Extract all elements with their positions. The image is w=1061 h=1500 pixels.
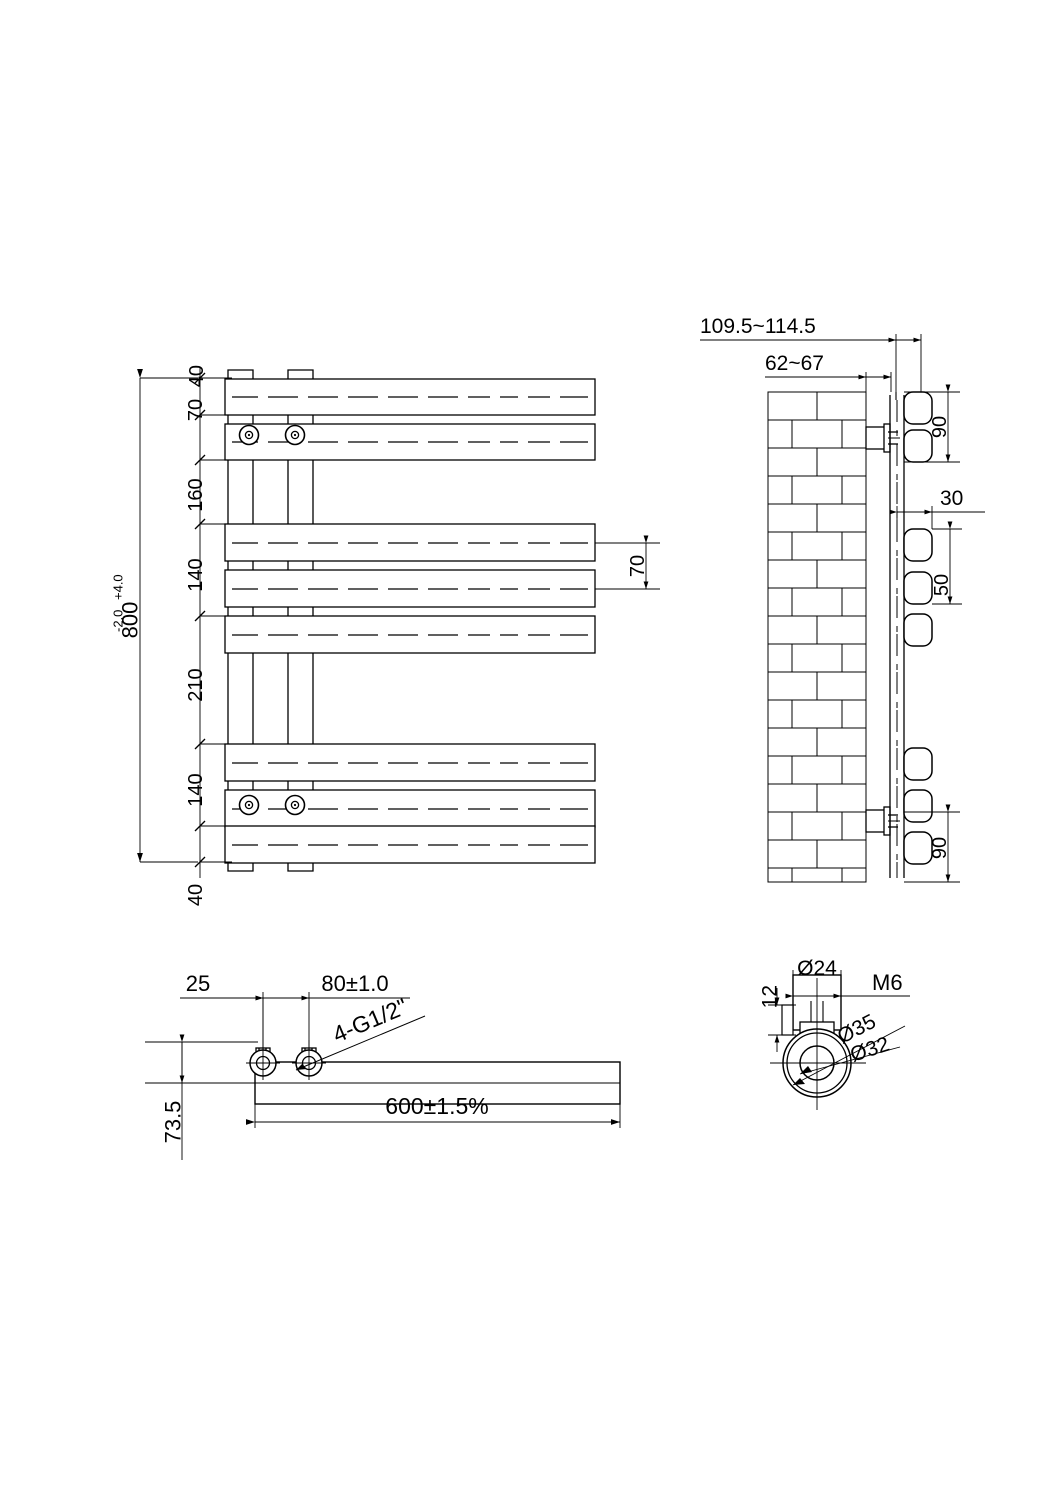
front-dimension-chain xyxy=(194,368,232,878)
front-bar-5 xyxy=(224,615,596,654)
wall-connector-upper xyxy=(865,423,900,453)
front-valve-marker-bottom-left xyxy=(238,794,260,816)
front-view: 40 70 160 140 210 140 40 800 +4.0 -2.0 7… xyxy=(111,365,660,906)
bottom-dim-600 xyxy=(246,1104,621,1128)
front-overall-height-tol-lower: -2.0 xyxy=(111,610,126,632)
side-dim-wall-thickness-label: 62~67 xyxy=(765,352,824,375)
detail-dia35-leader xyxy=(792,1025,906,1086)
front-dim-40-bottom-label: 40 xyxy=(185,884,207,906)
detail-dia32-leader xyxy=(799,1046,901,1075)
side-dim-total-depth-label: 109.5~114.5 xyxy=(700,315,816,338)
side-dim-30-label: 30 xyxy=(940,487,963,510)
side-rail-profiles xyxy=(903,391,933,865)
front-dim-160-label: 160 xyxy=(185,478,207,511)
front-dim-40-top: 40 xyxy=(186,365,208,387)
bottom-dim-73-5 xyxy=(145,1034,258,1160)
front-dim-40-top-label: 40 xyxy=(186,365,208,387)
front-right-dim-70-label: 70 xyxy=(627,555,649,577)
top-connection-stubs xyxy=(227,369,314,378)
side-dim-90-top xyxy=(904,384,960,463)
front-bar-3 xyxy=(224,523,596,562)
front-valve-marker-top-left xyxy=(238,424,260,446)
front-dim-140-lower-label: 140 xyxy=(185,773,207,806)
side-dim-50-label: 50 xyxy=(931,574,953,596)
front-bar-4 xyxy=(224,569,596,608)
brick-wall-hatch xyxy=(767,391,867,883)
side-dim-30 xyxy=(889,506,985,529)
valve-detail-view: Ø24 M6 12 Ø35 Ø32 xyxy=(759,957,910,1110)
side-dim-wall-thickness xyxy=(765,372,892,392)
front-overall-height-tol-upper: +4.0 xyxy=(111,574,126,600)
front-bar-7 xyxy=(224,789,596,828)
front-bar-6 xyxy=(224,743,596,782)
front-bar-2 xyxy=(224,423,596,461)
front-dim-70-label: 70 xyxy=(185,399,207,421)
bottom-dim-600-label: 600±1.5% xyxy=(385,1093,488,1119)
side-dim-90-bottom-label: 90 xyxy=(929,837,951,859)
front-bar-1 xyxy=(224,378,596,416)
bottom-connection-stubs xyxy=(227,862,314,872)
front-dim-210-label: 210 xyxy=(185,668,207,701)
front-bar-8 xyxy=(224,825,596,864)
bottom-dim-25-label: 25 xyxy=(186,971,210,996)
detail-dim-12 xyxy=(768,988,796,1052)
wall-connector-lower xyxy=(865,806,900,836)
front-dim-140-upper-label: 140 xyxy=(185,558,207,591)
bottom-view: 25 80±1.0 4-G1/2" 73.5 600±1. xyxy=(145,971,621,1160)
bottom-dim-73-5-label: 73.5 xyxy=(161,1101,186,1144)
side-view: 109.5~114.5 62~67 90 30 xyxy=(700,315,985,883)
bottom-dim-80 xyxy=(255,992,410,1050)
detail-m6-label: M6 xyxy=(872,970,903,995)
bottom-thread-leader xyxy=(295,1015,426,1071)
side-dim-90-top-label: 90 xyxy=(929,416,951,438)
front-right-dim-70 xyxy=(595,535,660,590)
detail-dim-12-label: 12 xyxy=(759,985,782,1008)
side-dim-90-bottom xyxy=(904,804,960,883)
bottom-dim-80-label: 80±1.0 xyxy=(321,971,388,996)
front-overall-height-dim xyxy=(137,369,198,863)
front-overall-height-value: 800 xyxy=(118,602,143,639)
front-valve-marker-top-right xyxy=(284,424,306,446)
side-dim-50 xyxy=(932,521,962,605)
front-valve-marker-bottom-right xyxy=(284,794,306,816)
detail-dim-dia24-label: Ø24 xyxy=(797,957,837,980)
side-dim-total-depth xyxy=(700,334,922,392)
